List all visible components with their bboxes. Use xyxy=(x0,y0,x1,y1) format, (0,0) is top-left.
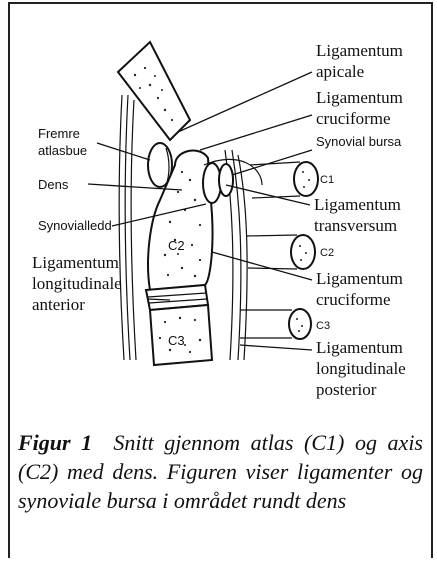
clivus xyxy=(118,42,190,140)
label-lig-long-ant-1: Ligamentum xyxy=(32,253,119,272)
anterior-ligament-strip xyxy=(119,95,136,360)
label-lig-cruciforme-top-1: Ligamentum xyxy=(316,88,403,107)
label-c2-bone: C2 xyxy=(168,238,185,253)
label-c3-bone: C3 xyxy=(168,333,185,348)
label-c2-side: C2 xyxy=(320,247,334,259)
label-synovial-bursa: Synovial bursa xyxy=(316,134,402,149)
label-lig-transversum-1: Ligamentum xyxy=(314,195,401,214)
diagram-labels: Ligamentum apicale Ligamentum cruciforme… xyxy=(32,41,406,399)
label-lig-cruciforme-bot-1: Ligamentum xyxy=(316,269,403,288)
label-lig-long-post-3: posterior xyxy=(316,380,377,399)
figure-caption: Figur 1 Snitt gjennom atlas (C1) og axis… xyxy=(18,428,423,515)
label-lig-cruciforme-bot-2: cruciforme xyxy=(316,290,391,309)
label-lig-long-ant-2: longitudinale xyxy=(32,274,122,293)
label-lig-cruciforme-top-2: cruciforme xyxy=(316,109,391,128)
label-lig-apicale-2: apicale xyxy=(316,62,364,81)
cervical-spine-diagram: Ligamentum apicale Ligamentum cruciforme… xyxy=(0,0,437,430)
label-c3-side: C3 xyxy=(316,320,330,332)
label-lig-apicale-1: Ligamentum xyxy=(316,41,403,60)
label-lig-long-post-2: longitudinale xyxy=(316,359,406,378)
label-fremre-1: Fremre xyxy=(38,126,80,141)
label-synovialledd: Synovialledd xyxy=(38,218,112,233)
label-lig-transversum-2: transversum xyxy=(314,216,397,235)
label-c1: C1 xyxy=(320,174,334,186)
figure-number: Figur 1 xyxy=(18,430,92,455)
spinous-process-c3 xyxy=(240,309,311,339)
label-lig-long-post-1: Ligamentum xyxy=(316,338,403,357)
label-lig-long-ant-3: anterior xyxy=(32,295,85,314)
synovial-bursae xyxy=(203,159,262,203)
label-dens: Dens xyxy=(38,177,69,192)
label-fremre-2: atlasbue xyxy=(38,143,87,158)
